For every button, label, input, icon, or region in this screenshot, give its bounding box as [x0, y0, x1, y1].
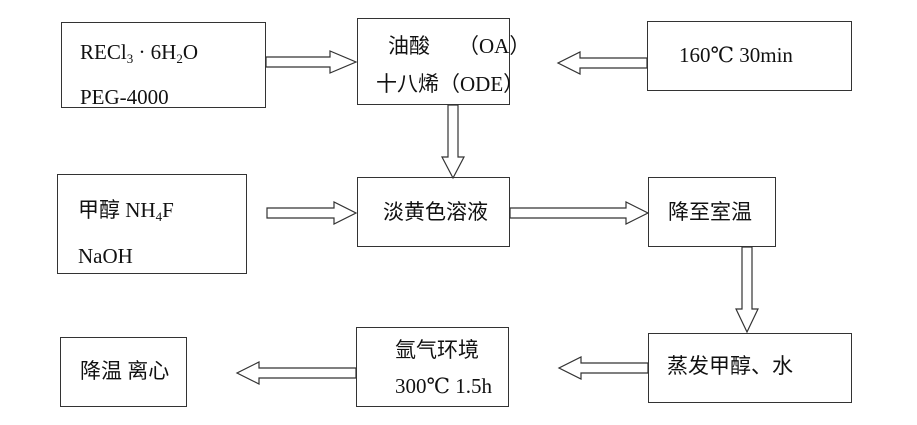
text: RECl [80, 40, 127, 64]
arrow-right-icon [266, 201, 358, 225]
solvents-line1: 油酸 （OA） [388, 36, 530, 57]
arrow-down-icon [441, 104, 465, 180]
methanol-mix-box [57, 174, 247, 274]
argon-heat-line2: 300℃ 1.5h [395, 374, 492, 398]
reagents-box [61, 22, 266, 108]
text: F [162, 198, 174, 222]
cool-room-temp-box [648, 177, 776, 247]
text: · 6H [133, 40, 177, 64]
cool-room-temp-line1: 降至室温 [668, 200, 752, 224]
evaporate-box [648, 333, 852, 403]
yellow-solution-line1: 淡黄色溶液 [383, 200, 488, 224]
methanol-mix-line2: NaOH [78, 244, 133, 268]
heating-box [647, 21, 852, 91]
argon-heat-box [356, 327, 509, 407]
text: O [182, 40, 199, 64]
arrow-right-icon [509, 201, 650, 225]
solvents-box [357, 18, 510, 105]
arrow-left-icon [235, 361, 357, 385]
methanol-mix-line1: 甲醇 NH4F [78, 198, 174, 224]
reagents-line2: PEG-4000 [80, 85, 169, 109]
argon-heat-line1: 氩气环境 [395, 338, 479, 362]
reagents-line1: RECl3 · 6H2O [80, 40, 199, 66]
arrow-down-icon [735, 246, 759, 334]
subscript: 3 [126, 51, 134, 66]
text: 油酸 [388, 34, 430, 58]
arrow-left-icon [556, 51, 648, 75]
evaporate-line1: 蒸发甲醇、水 [667, 354, 793, 378]
text: （OA） [458, 34, 531, 58]
subscript: 4 [155, 209, 163, 224]
heating-line1: 160℃ 30min [679, 43, 793, 67]
cool-centrifuge-line1: 降温 离心 [80, 359, 170, 383]
arrow-right-icon [265, 50, 358, 74]
arrow-left-icon [557, 356, 649, 380]
text: 甲醇 NH [78, 198, 156, 222]
cool-centrifuge-box [60, 337, 187, 407]
subscript: 2 [176, 51, 183, 66]
solvents-line2: 十八烯（ODE） [376, 72, 525, 96]
